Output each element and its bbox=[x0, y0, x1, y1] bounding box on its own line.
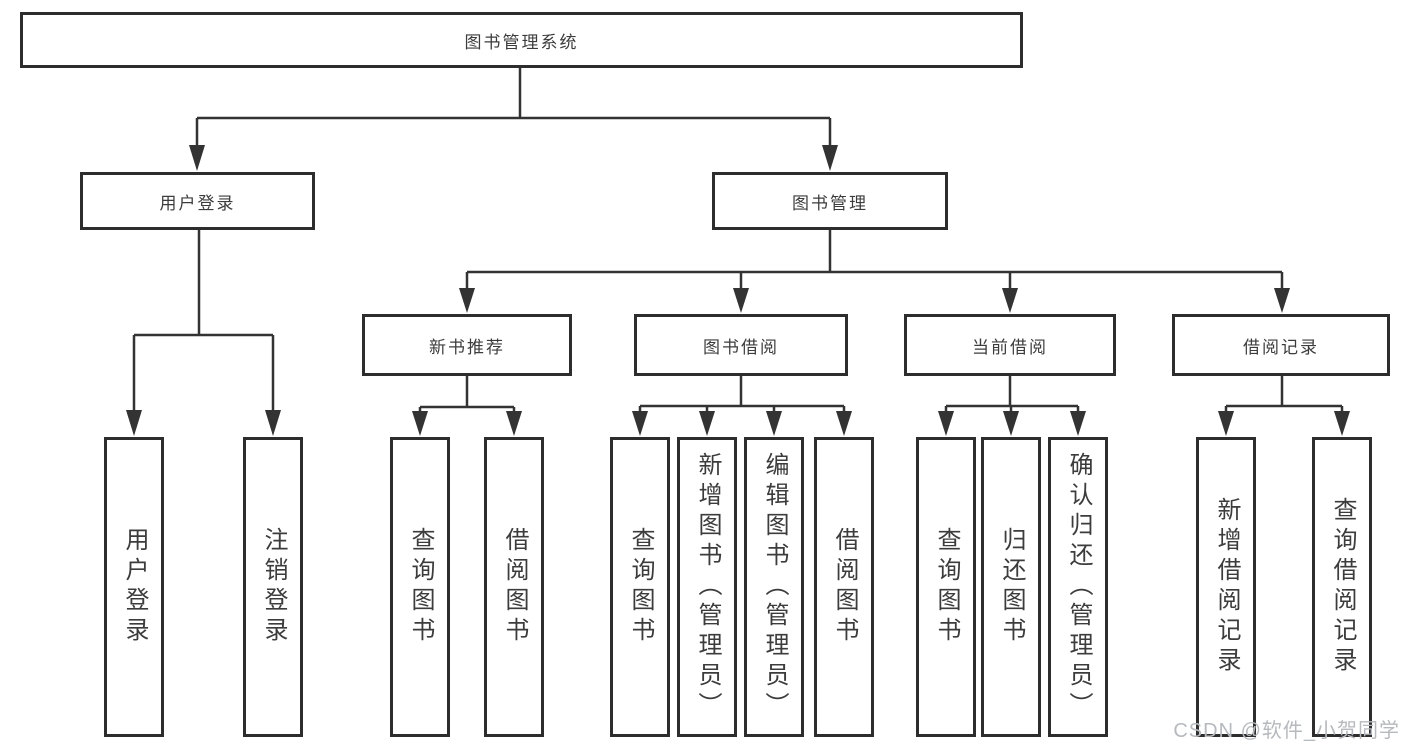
node-label: 借阅记录 bbox=[1243, 337, 1319, 357]
arrow-down-icon bbox=[632, 411, 648, 436]
node-label: 确认归还（管理员） bbox=[1065, 452, 1092, 722]
arrow-down-icon bbox=[126, 410, 142, 436]
connector-path bbox=[132, 230, 275, 411]
connector-path bbox=[638, 376, 846, 412]
arrow-down-icon bbox=[265, 410, 281, 436]
connector-path bbox=[465, 230, 1284, 289]
arrow-down-icon bbox=[1274, 288, 1290, 313]
arrow-down-icon bbox=[459, 288, 475, 313]
leaf-add-book-admin: 新增图书（管理员） bbox=[677, 437, 737, 737]
node-label: 查询图书 bbox=[627, 527, 654, 647]
arrow-down-icon bbox=[766, 411, 782, 436]
leaf-add-borrow-record: 新增借阅记录 bbox=[1196, 437, 1256, 737]
leaf-borrow-books-recommend: 借阅图书 bbox=[484, 437, 544, 737]
node-label: 新书推荐 bbox=[429, 337, 505, 357]
node-label: 编辑图书（管理员） bbox=[761, 452, 788, 722]
leaf-edit-book-admin: 编辑图书（管理员） bbox=[744, 437, 804, 737]
node-borrowing-records: 借阅记录 bbox=[1172, 314, 1390, 376]
node-new-book-recommend: 新书推荐 bbox=[362, 314, 572, 376]
node-label: 图书管理系统 bbox=[464, 32, 579, 52]
arrow-down-icon bbox=[1003, 411, 1019, 436]
node-label: 新增图书（管理员） bbox=[694, 452, 721, 722]
node-label: 用户登录 bbox=[159, 193, 236, 213]
leaf-confirm-return-admin: 确认归还（管理员） bbox=[1048, 437, 1108, 737]
leaf-user-login: 用户登录 bbox=[104, 437, 164, 737]
node-label: 借阅图书 bbox=[831, 527, 858, 647]
node-user-login: 用户登录 bbox=[80, 172, 315, 230]
node-book-borrowing: 图书借阅 bbox=[634, 314, 848, 376]
arrow-down-icon bbox=[189, 145, 205, 171]
leaf-query-books-current: 查询图书 bbox=[916, 437, 976, 737]
node-label: 注销登录 bbox=[260, 527, 287, 647]
arrow-down-icon bbox=[1002, 288, 1018, 313]
arrow-down-icon bbox=[836, 411, 852, 436]
arrow-down-icon bbox=[1334, 411, 1350, 436]
arrow-down-icon bbox=[822, 145, 838, 171]
node-label: 查询图书 bbox=[407, 527, 434, 647]
node-label: 图书管理 bbox=[792, 193, 868, 213]
node-label: 图书借阅 bbox=[703, 337, 779, 357]
node-root: 图书管理系统 bbox=[20, 12, 1023, 68]
leaf-return-books: 归还图书 bbox=[981, 437, 1041, 737]
leaf-query-books-borrowing: 查询图书 bbox=[610, 437, 670, 737]
connector-path bbox=[944, 376, 1080, 412]
node-label: 查询图书 bbox=[933, 527, 960, 647]
leaf-query-borrow-record: 查询借阅记录 bbox=[1312, 437, 1372, 737]
arrow-down-icon bbox=[412, 411, 428, 436]
leaf-borrow-books-borrowing: 借阅图书 bbox=[814, 437, 874, 737]
node-label: 新增借阅记录 bbox=[1213, 497, 1240, 677]
watermark: CSDN @软件_小贺同学 bbox=[1173, 720, 1400, 742]
arrow-down-icon bbox=[733, 288, 749, 313]
node-label: 借阅图书 bbox=[501, 527, 528, 647]
arrow-down-icon bbox=[1218, 411, 1234, 436]
node-book-management: 图书管理 bbox=[712, 172, 948, 230]
connector-path bbox=[1224, 376, 1344, 412]
arrow-down-icon bbox=[1070, 411, 1086, 436]
node-current-borrowing: 当前借阅 bbox=[904, 314, 1116, 376]
node-label: 用户登录 bbox=[121, 527, 148, 647]
connector-path bbox=[418, 376, 516, 412]
leaf-query-books-recommend: 查询图书 bbox=[390, 437, 450, 737]
arrow-down-icon bbox=[506, 411, 522, 436]
connector-path bbox=[195, 68, 832, 146]
leaf-logout: 注销登录 bbox=[243, 437, 303, 737]
arrow-down-icon bbox=[699, 411, 715, 436]
node-label: 归还图书 bbox=[998, 527, 1025, 647]
node-label: 查询借阅记录 bbox=[1329, 497, 1356, 677]
arrow-down-icon bbox=[938, 411, 954, 436]
node-label: 当前借阅 bbox=[972, 337, 1048, 357]
